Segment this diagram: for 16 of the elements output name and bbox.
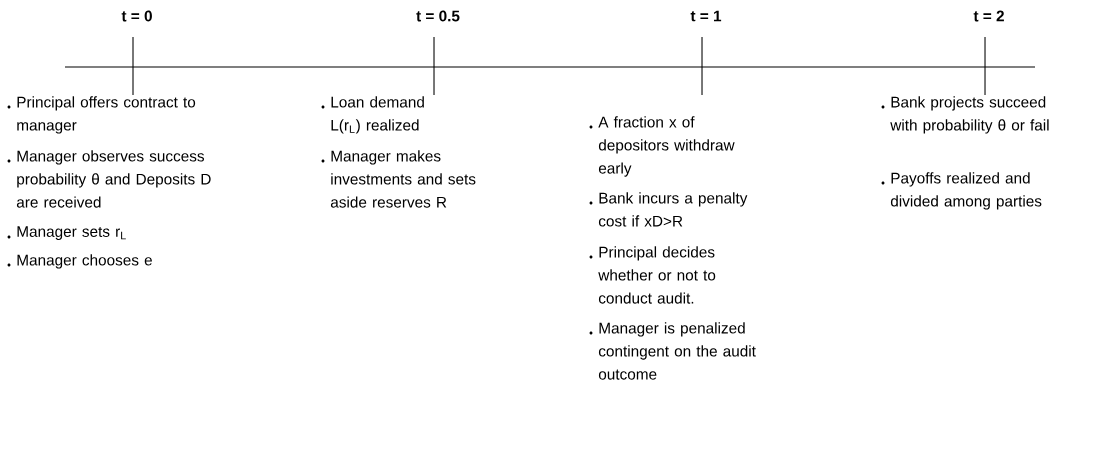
bullet-text: Principal decides whether or not to conduct audit. — [598, 246, 716, 304]
time-label: t = 2 — [973, 10, 1004, 22]
bullet-text: Payoffs realized and divided among parties — [890, 172, 1042, 210]
bullet-text: Principal offers contract to manager — [17, 96, 196, 134]
bullet-text: Manager chooses e — [17, 254, 152, 269]
bullet-text: Manager sets r$_{L}$ — [17, 226, 126, 240]
bullet-text: A fraction x of depositors withdraw early — [598, 116, 735, 177]
time-label: t = 1 — [690, 10, 722, 22]
time-label: t = 0 — [121, 10, 152, 22]
time-label: t = 0.5 — [416, 10, 460, 22]
bullet-text: Bank incurs a penalty cost if xD>R — [598, 192, 748, 227]
bullet-text: Loan demand L(r$_{L}$) realized — [331, 96, 424, 134]
bullet-text: Manager is penalized contingent on the audit outcome — [598, 322, 756, 380]
bullet-text: Manager observes success probability θ and Deposits D are received — [16, 150, 211, 208]
bullet-text: Manager makes investments and sets aside reserves R — [330, 150, 476, 208]
bullet-text: Bank projects succeed with probability θ or fail — [890, 96, 1049, 134]
